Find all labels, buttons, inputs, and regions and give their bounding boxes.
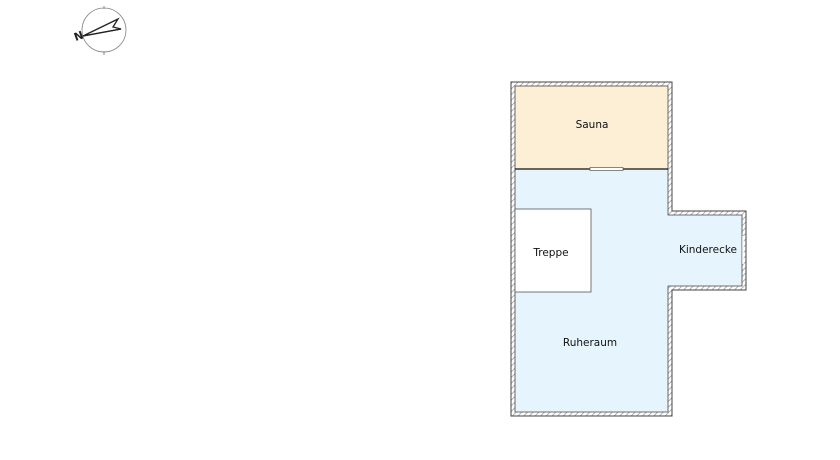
sauna-door[interactable] xyxy=(589,167,624,171)
room-sauna[interactable] xyxy=(514,85,669,170)
room-label-treppe: Treppe xyxy=(532,247,568,259)
room-label-ruheraum: Ruheraum xyxy=(563,337,617,349)
room-label-kinderecke: Kinderecke xyxy=(679,244,737,256)
compass-north-label: N xyxy=(72,29,85,44)
compass-arrow-line xyxy=(82,28,122,37)
compass-circle xyxy=(81,7,127,53)
compass-arrow-icon xyxy=(82,17,122,37)
compass: N xyxy=(72,6,127,55)
room-label-sauna: Sauna xyxy=(576,119,609,131)
room-treppe[interactable] xyxy=(514,208,592,293)
